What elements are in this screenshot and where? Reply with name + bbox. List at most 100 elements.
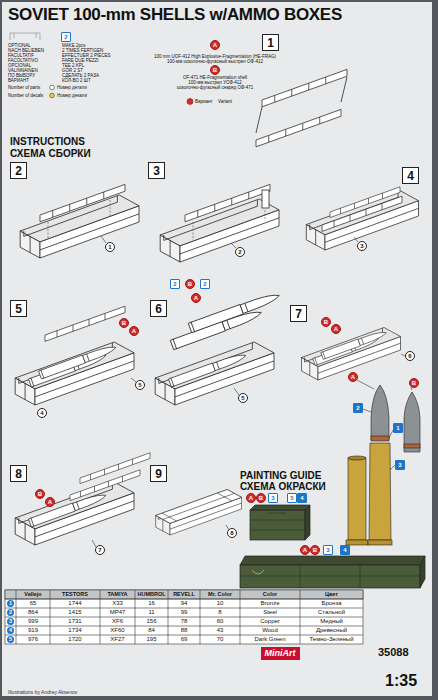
variant-marker: B — [310, 545, 320, 555]
table-cell: 1744 — [68, 600, 81, 607]
part-number: 2 — [235, 247, 245, 257]
step-3-art-part — [231, 243, 236, 248]
step-1-art-part — [256, 109, 341, 146]
decal-number: 2 — [200, 279, 210, 289]
section-heading: INSTRUCTIONS — [10, 136, 85, 147]
legend-icons-part — [10, 33, 40, 40]
variant-marker: A — [331, 324, 341, 334]
variant-marker: A — [300, 545, 310, 555]
table-cell: 976 — [28, 636, 38, 643]
variant-marker: A — [45, 497, 55, 507]
table-cell: 195 — [146, 636, 156, 643]
table-cell: 156 — [146, 618, 156, 625]
step-3-art-part — [262, 190, 269, 208]
table-cell: Wood — [262, 627, 278, 634]
legend-note: ВАРИАНТ — [8, 78, 29, 83]
brand-logo: MiniArt — [261, 647, 300, 660]
variant-marker: A — [210, 40, 220, 50]
legend-note: СДЕЛАТЬ 2 РАЗА — [62, 73, 99, 78]
legend-icons-part — [50, 93, 55, 98]
step-box: 1 — [262, 34, 279, 51]
color-table-part — [5, 590, 363, 599]
table-cell: 1734 — [68, 627, 81, 634]
step-number: 1 — [267, 36, 274, 50]
decal-number: 5 — [287, 493, 297, 503]
table-cell: 43 — [217, 627, 224, 634]
table-cell: 999 — [28, 618, 38, 625]
legend-note: Номер детали — [57, 85, 87, 90]
painted-shells-part — [348, 456, 366, 460]
legend-note: Number of decals — [8, 93, 43, 98]
table-cell: 1415 — [68, 609, 81, 616]
legend-note: 100 mm UOF-412 High Explosive-Fragmentat… — [154, 54, 276, 59]
legend-note: MAKE 2pcs — [62, 43, 86, 48]
color-table-part — [5, 590, 363, 644]
step-7-art-part — [321, 329, 388, 360]
step-8-art-part — [80, 453, 150, 484]
step-4-art — [306, 187, 418, 250]
part-number: 4 — [37, 408, 47, 418]
legend-note: КОЛ-ВО 2 ШТ — [62, 78, 91, 83]
table-cell: XF27 — [110, 636, 124, 643]
step-box: 7 — [290, 305, 307, 322]
step-number: 4 — [407, 169, 414, 183]
table-cell: Стальной — [318, 609, 345, 616]
part-number: 1 — [105, 242, 115, 252]
legend-note: ПО ВЫБОРУ — [8, 73, 35, 78]
painted-long-crate-part — [252, 570, 264, 574]
color-table — [5, 590, 363, 644]
legend-note: FACULTATIF — [8, 53, 34, 58]
legend-note: EFFECTUER 2 PIECES — [62, 53, 111, 58]
painted-long-crate — [240, 556, 425, 588]
table-cell: 94 — [181, 600, 188, 607]
section-heading: СХЕМА ОКРАСКИ — [240, 481, 326, 492]
table-cell: Dark Green — [254, 636, 285, 643]
legend-note: осколочно-фугасный снаряд ОФ-471 — [177, 85, 254, 90]
legend-note: 100-мм выстрел УОФ-412 — [188, 80, 242, 85]
painted-shells-part — [371, 385, 389, 440]
legend-note: Вариант — [195, 99, 213, 104]
step-1-art-part — [262, 69, 347, 106]
variant-marker: B — [35, 489, 45, 499]
table-header: HUMBROL — [137, 591, 165, 598]
part-number: 5 — [135, 380, 145, 390]
credit-note: Illustrations by Andrey Aksenov — [8, 689, 77, 695]
step-9-art-part — [156, 490, 242, 524]
paint-number: 2 — [353, 403, 363, 413]
table-header: TAMIYA — [107, 591, 127, 598]
variant-marker: A — [129, 326, 139, 336]
step-box: 4 — [402, 167, 419, 184]
color-number: 4 — [7, 627, 14, 634]
step-box: 6 — [150, 300, 167, 317]
painted-long-crate-part — [240, 565, 420, 588]
table-cell: 10 — [217, 600, 224, 607]
table-cell: Bronze — [260, 600, 279, 607]
painted-shells-part — [357, 380, 412, 470]
step-3-art-part — [193, 210, 265, 240]
step-number: 5 — [15, 302, 22, 316]
painted-shells-part — [404, 392, 420, 452]
paint-number: 3 — [395, 460, 405, 470]
paint-number: 4 — [297, 493, 307, 503]
legend-note: OPTIONAL — [8, 43, 31, 48]
step-6-art-part — [188, 290, 281, 333]
legend-note: GÖR 2 ST — [62, 68, 83, 73]
painted-long-crate-part — [420, 556, 425, 588]
step-box: 2 — [10, 162, 27, 179]
variant-marker: B — [210, 65, 220, 75]
step-4-art-part — [354, 237, 358, 242]
table-cell: 88 — [181, 627, 188, 634]
painted-ammo-box-part — [250, 510, 305, 540]
table-cell: Древесный — [316, 627, 347, 634]
step-1-art — [256, 69, 347, 146]
table-cell: XF6 — [112, 618, 123, 625]
table-cell: 8 — [218, 609, 221, 616]
table-cell: 60 — [217, 618, 224, 625]
step-6-art — [155, 290, 281, 405]
step-number: 3 — [153, 164, 160, 178]
step-number: 2 — [15, 164, 22, 178]
table-cell: X33 — [112, 600, 123, 607]
step-6-art-part — [168, 351, 247, 387]
table-cell: 1731 — [68, 618, 81, 625]
painted-ammo-box-part — [305, 505, 310, 540]
